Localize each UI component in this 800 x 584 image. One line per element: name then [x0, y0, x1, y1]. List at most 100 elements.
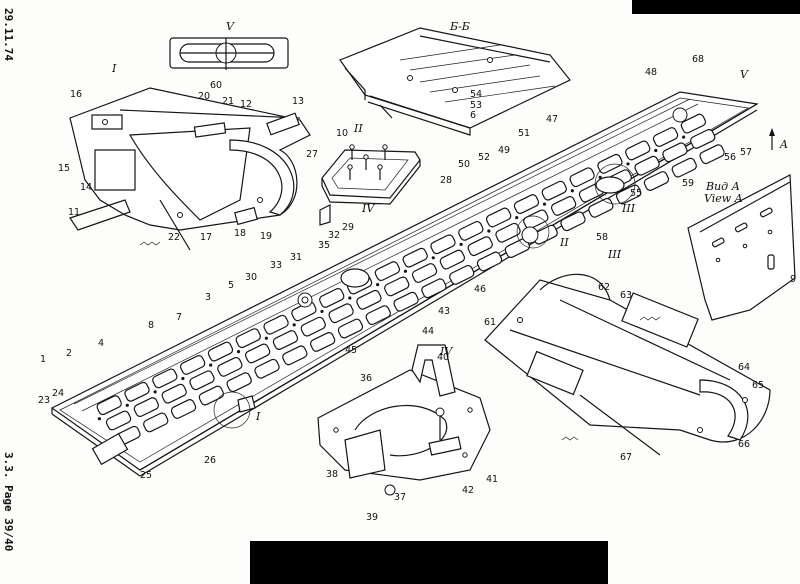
stud-head: [377, 164, 383, 170]
plate-window: [615, 184, 642, 205]
section-I-0: I: [111, 62, 117, 75]
callout-45: 45: [345, 345, 357, 356]
plate-window: [402, 247, 428, 268]
detail-V-slot: [169, 37, 289, 70]
redaction-bar-top: [632, 0, 800, 14]
plate-rivet: [264, 336, 268, 340]
plate-window: [235, 328, 261, 349]
plate-window: [161, 383, 187, 404]
section-V-1: V: [740, 68, 749, 81]
plate-rivet: [97, 417, 102, 421]
callout-61: 61: [484, 317, 496, 328]
stud-head: [349, 144, 355, 150]
plate-rivet: [209, 363, 213, 367]
plate-window: [96, 395, 122, 416]
plate-window: [300, 316, 326, 337]
callout-5: 5: [228, 280, 234, 291]
plate-rivet: [292, 323, 296, 327]
callout-4: 4: [98, 338, 104, 349]
section-III-1: III: [607, 248, 622, 261]
section-IV-0: IV: [361, 202, 375, 215]
detail-II-stud-plate: [321, 144, 421, 205]
plate-window: [374, 261, 401, 282]
loose-parts: [91, 107, 688, 466]
plate-window: [198, 385, 225, 406]
plate-window: [152, 368, 178, 389]
plate-window: [513, 194, 540, 214]
callout-10: 10: [336, 128, 348, 139]
callout-43: 43: [438, 306, 450, 317]
callout-30: 30: [245, 272, 257, 283]
plate-rivet: [542, 202, 547, 206]
callout-9: 9: [790, 274, 796, 285]
callout-15: 15: [58, 163, 70, 174]
callout-53: 53: [470, 100, 482, 111]
plate-rivet: [376, 283, 380, 287]
callout-1: 1: [40, 354, 46, 365]
callout-16: 16: [70, 89, 82, 100]
callout-47: 47: [546, 114, 558, 125]
callout-21: 21: [222, 96, 234, 107]
callout-23: 23: [38, 395, 50, 406]
callout-35: 35: [318, 240, 330, 251]
plate-window: [449, 264, 475, 285]
plate-window: [244, 343, 271, 364]
plate-window: [393, 291, 419, 312]
callout-63: 63: [620, 290, 632, 301]
plate-window: [272, 330, 299, 350]
plate-window: [217, 356, 243, 377]
plate-window: [690, 128, 716, 149]
plate-window: [356, 289, 382, 310]
section-I-1: I: [255, 410, 261, 423]
callout-29: 29: [342, 222, 354, 233]
callout-68: 68: [692, 54, 704, 65]
callout-58: 58: [596, 232, 608, 243]
plate-window: [179, 355, 206, 375]
stud-head: [363, 154, 369, 160]
callout-13: 13: [292, 96, 304, 107]
callout-20: 20: [198, 91, 210, 102]
plate-window: [282, 345, 308, 366]
plate-window: [550, 196, 577, 216]
plate-window: [263, 314, 289, 335]
callout-24: 24: [52, 388, 64, 399]
callout-46: 46: [474, 284, 486, 295]
plate-window: [634, 155, 660, 176]
callout-2: 2: [66, 348, 72, 359]
section-Б-Б-0: Б-Б: [449, 20, 470, 33]
callout-49: 49: [498, 145, 510, 156]
plate-window: [133, 397, 160, 417]
callout-22: 22: [168, 232, 180, 243]
plate-window: [337, 318, 364, 339]
plate-window: [671, 157, 697, 178]
section-III-0: III: [621, 202, 636, 215]
callout-59: 59: [682, 178, 694, 189]
callout-54: 54: [470, 89, 482, 100]
plate-window: [485, 207, 512, 228]
callout-57: 57: [740, 147, 752, 158]
plate-window: [569, 167, 595, 188]
callout-28: 28: [440, 175, 452, 186]
callout-42: 42: [462, 485, 474, 496]
callout-25: 25: [140, 470, 152, 481]
detail-I-assembly: [69, 87, 311, 251]
plate-window: [254, 358, 280, 379]
plate-rivet: [153, 390, 157, 394]
plate-window: [439, 249, 466, 270]
plate-rivet: [181, 376, 185, 381]
section-IV-1: IV: [439, 345, 453, 358]
plate-window: [319, 288, 345, 308]
plate-rivet: [348, 296, 352, 300]
callout-66: 66: [738, 439, 750, 450]
plate-window: [170, 399, 197, 419]
view-a-arrow-label: A: [779, 138, 788, 151]
plate-window: [588, 197, 614, 218]
callout-39: 39: [366, 512, 378, 523]
callout-6: 6: [470, 110, 476, 121]
plate-window: [597, 153, 623, 174]
callout-44: 44: [422, 326, 434, 337]
callout-12: 12: [240, 99, 252, 110]
